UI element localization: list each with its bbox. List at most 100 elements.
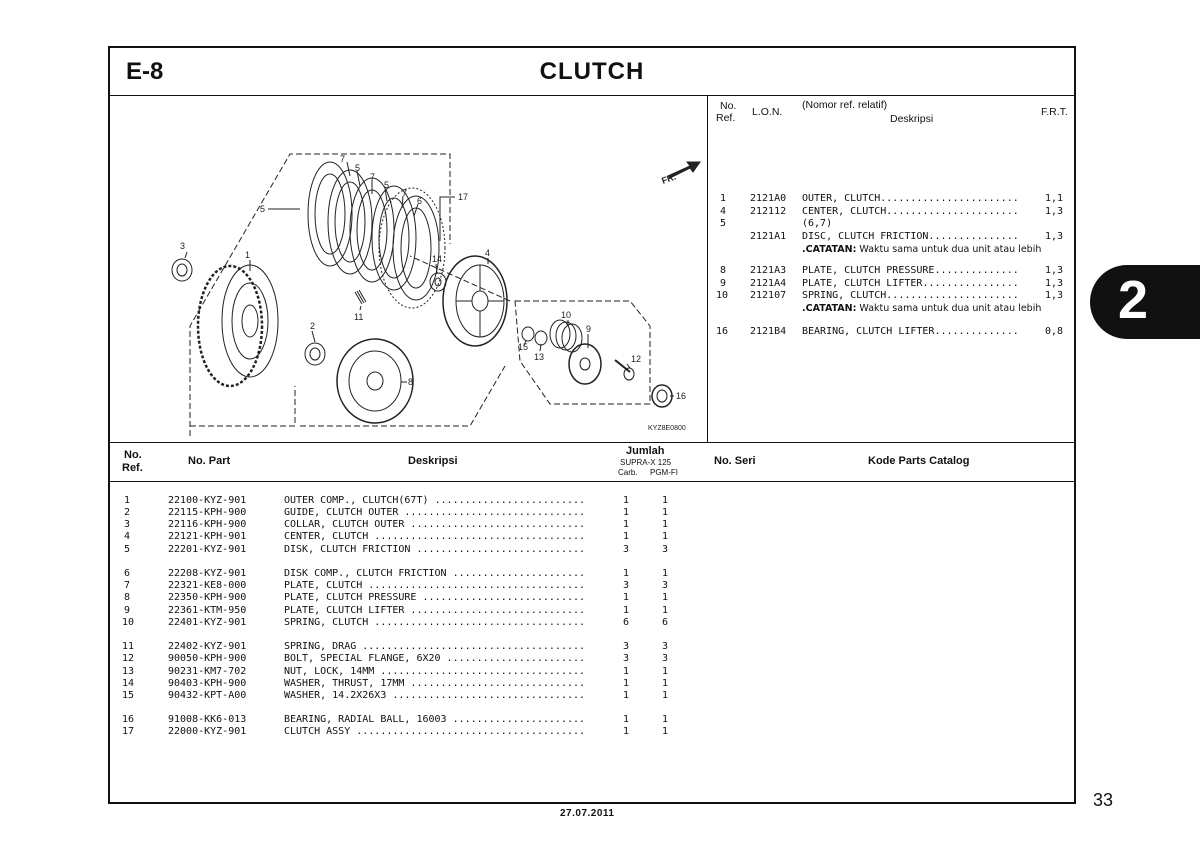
callout-label: 2 [310, 321, 315, 331]
ref-deskripsi-header: Deskripsi [890, 113, 934, 125]
callout-label: 9 [586, 324, 591, 334]
chapter-tab: 2 [1090, 265, 1200, 339]
clutch-exploded-drawing: FR. KYZ8E0800 7 5 7 5 7 6 17 5 3 1 14 4 … [171, 153, 701, 436]
frt-value: 1,3 [1045, 265, 1064, 276]
page-number: 33 [1093, 790, 1114, 810]
ref-row: 1 2121A0 OUTER, CLUTCH..................… [708, 192, 1074, 205]
callout-label: 3 [180, 241, 185, 251]
lon-code: 2121B4 [750, 326, 787, 337]
jumlah-header: Jumlah [626, 445, 665, 457]
kode-parts-catalog-header: Kode Parts Catalog [868, 455, 970, 467]
page-frame: E-8 CLUTCH [108, 46, 1076, 804]
ref-description: BEARING, CLUTCH LIFTER.............. [802, 326, 1019, 337]
callout-label: 5 [355, 163, 360, 173]
ref-header: Ref. [122, 462, 143, 474]
callout-label: 12 [631, 354, 641, 364]
frt-value: 1,3 [1045, 206, 1064, 217]
section-code: E-8 [126, 58, 164, 85]
lon-header: L.O.N. [752, 106, 783, 118]
pgmfi-header: PGM-FI [650, 468, 678, 477]
callout-label: 7 [402, 188, 407, 198]
lon-code: 212107 [750, 290, 787, 301]
frt-value: 1,3 [1045, 278, 1064, 289]
ref-number: 8 [720, 265, 727, 276]
ref-row: 8 2121A3 PLATE, CLUTCH PRESSURE.........… [708, 264, 1074, 277]
callout-label: 16 [676, 391, 686, 401]
callout-label: 10 [561, 310, 571, 320]
callout-label: 5 [384, 180, 389, 190]
ref-description: OUTER, CLUTCH....................... [802, 193, 1019, 204]
model-header: SUPRA-X 125 [620, 458, 672, 467]
ref-row: 5 (6,7) [708, 217, 1074, 230]
ref-row: 10 212107 SPRING, CLUTCH................… [708, 289, 1074, 302]
ref-number: 10 [716, 290, 729, 301]
exploded-diagram: FR. KYZ8E0800 7 5 7 5 7 6 17 5 3 1 14 4 … [110, 96, 708, 442]
ref-description: PLATE, CLUTCH LIFTER................ [802, 278, 1019, 289]
fr-label: FR. [660, 172, 677, 186]
lon-code: 212112 [750, 206, 787, 217]
frt-value: 1,3 [1045, 231, 1064, 242]
lon-code: 2121A0 [750, 193, 787, 204]
frt-value: 0,8 [1045, 326, 1064, 337]
no-part-header: No. Part [188, 455, 231, 467]
ref-row: 9 2121A4 PLATE, CLUTCH LIFTER...........… [708, 277, 1074, 290]
drawing-code: KYZ8E0800 [648, 425, 686, 432]
nomor-ref-header: (Nomor ref. relatif) [802, 99, 888, 111]
chapter-number: 2 [1118, 270, 1149, 330]
callout-label: 4 [485, 248, 490, 258]
print-date: 27.07.2011 [560, 808, 615, 819]
frt-value: 1,1 [1045, 193, 1064, 204]
reference-panel: No. Ref. L.O.N. (Nomor ref. relatif) Des… [708, 96, 1074, 442]
callout-label: 17 [458, 192, 468, 202]
callout-label: 8 [408, 377, 413, 387]
callout-label: 1 [245, 250, 250, 260]
ref-row: 16 2121B4 BEARING, CLUTCH LIFTER........… [708, 325, 1074, 338]
ref-no-header: No. [720, 100, 737, 112]
parts-table-header: No. Ref. No. Part Deskripsi Jumlah SUPRA… [110, 442, 1074, 482]
ref-description: SPRING, CLUTCH...................... [802, 290, 1019, 301]
frt-value: 1,3 [1045, 290, 1064, 301]
callout-label: 15 [518, 342, 528, 352]
ref-ref-header: Ref. [716, 112, 736, 124]
ref-number: 1 [720, 193, 727, 204]
callout-label: 5 [260, 204, 265, 214]
callout-label: 6 [417, 196, 422, 206]
callout-label: 13 [534, 352, 544, 362]
frt-header: F.R.T. [1041, 106, 1068, 118]
ref-description: PLATE, CLUTCH PRESSURE.............. [802, 265, 1019, 276]
ref-number: 16 [716, 326, 729, 337]
callout-label: 14 [432, 254, 442, 264]
callout-label: 7 [370, 172, 375, 182]
page-header: E-8 CLUTCH [110, 48, 1074, 96]
callout-label: 7 [340, 154, 345, 164]
lon-code: 2121A4 [750, 278, 787, 289]
ref-number: 9 [720, 278, 727, 289]
ref-row: 2121A1 DISC, CLUTCH FRICTION............… [708, 230, 1074, 243]
ref-note: .CATATAN: Waktu sama untuk dua unit atau… [802, 244, 1042, 255]
no-seri-header: No. Seri [714, 455, 756, 467]
lon-code: 2121A3 [750, 265, 787, 276]
carb-header: Carb. [618, 468, 638, 477]
ref-description: CENTER, CLUTCH...................... [802, 206, 1019, 217]
deskripsi-header: Deskripsi [408, 455, 458, 467]
ref-number: 5 [720, 218, 727, 229]
ref-row: 4 212112 CENTER, CLUTCH.................… [708, 205, 1074, 218]
page-title: CLUTCH [539, 58, 645, 85]
ref-description: (6,7) [802, 218, 833, 229]
no-header: No. [124, 449, 142, 461]
